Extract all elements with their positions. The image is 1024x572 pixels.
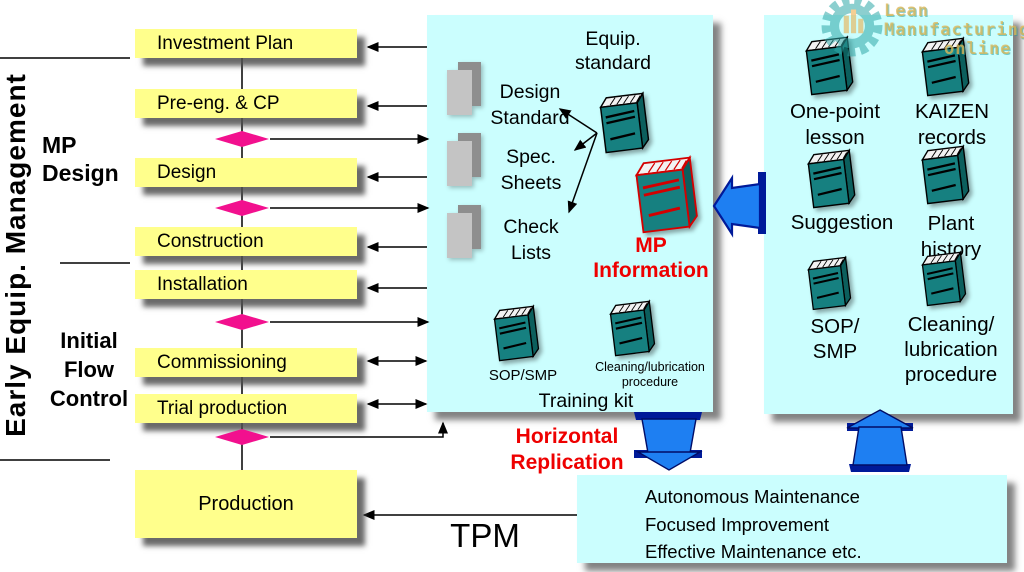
block-arrow-up-icon [846, 409, 914, 472]
tpm-activity-line: Autonomous Maintenance [645, 486, 860, 507]
flow-box-trial-production: Trial production [135, 394, 357, 423]
kaizen-records-book-icon [920, 37, 971, 97]
block-arrow-left-icon [712, 172, 766, 238]
suggestion-book-icon [806, 149, 857, 209]
horizontal-replication-label: Horizontal Replication [510, 425, 624, 474]
suggestion-label: Suggestion [790, 211, 894, 234]
sop-smp-label: SOP/SMP [488, 367, 558, 384]
one-point-lesson-book-icon [804, 36, 855, 96]
check-lists-label: Check Lists [503, 216, 559, 264]
flow-box-commissioning: Commissioning [135, 348, 357, 377]
cleaning-right-label: Cleaning/ lubrication procedure [904, 313, 998, 386]
flow-box-construction: Construction [135, 227, 357, 256]
plant-history-book-icon [920, 145, 971, 205]
cleaning-lubrication-book-icon [608, 300, 657, 357]
milestone-diamond-1 [215, 131, 269, 147]
plant-history-label: Plant history [920, 212, 982, 261]
early-equip-management-title: Early Equip. Management [0, 73, 31, 437]
design-standard-label: Design Standard [490, 81, 570, 129]
block-arrow-down-icon [634, 412, 703, 471]
tpm-label: TPM [450, 517, 520, 554]
maintenance-records-panel [764, 15, 1013, 414]
cleaning-right-book-icon [920, 251, 968, 307]
flow-box-production: Production [135, 470, 357, 538]
sop-smp-book-icon [492, 305, 541, 362]
tpm-activity-line: Effective Maintenance etc. [645, 541, 862, 562]
equip-standard-book-icon [598, 92, 651, 154]
tpm-activity-line: Focused Improvement [645, 513, 830, 535]
sop-smp-right-book-icon [806, 256, 853, 311]
cleaning-procedure-label: Cleaning/lubrication procedure [595, 360, 705, 389]
mp-information-label: MP Information [593, 234, 709, 282]
mp-information-book-icon [633, 156, 700, 234]
flow-box-investment-plan: Investment Plan [135, 29, 357, 58]
tpm-activities-box: Autonomous Maintenance Focused Improveme… [577, 475, 1007, 563]
milestone-diamond-3 [215, 314, 269, 330]
flow-box-design: Design [135, 158, 357, 187]
flow-box-pre-eng-cp: Pre-eng. & CP [135, 89, 357, 118]
equip-standard-label: Equip. standard [575, 28, 651, 74]
milestone-diamond-2 [215, 200, 269, 216]
mp-design-label: MP Design [42, 132, 119, 186]
flow-box-installation: Installation [135, 270, 357, 299]
milestone-diamond-4 [215, 429, 269, 445]
spec-sheets-label: Spec. Sheets [500, 146, 562, 194]
sop-smp-right-label: SOP/ SMP [810, 315, 860, 363]
kaizen-records-label: KAIZEN records [914, 100, 990, 149]
one-point-lesson-label: One-point lesson [789, 100, 881, 149]
initial-flow-control-label: Initial Flow Control [49, 328, 129, 411]
training-kit-label: Training kit [538, 390, 634, 412]
